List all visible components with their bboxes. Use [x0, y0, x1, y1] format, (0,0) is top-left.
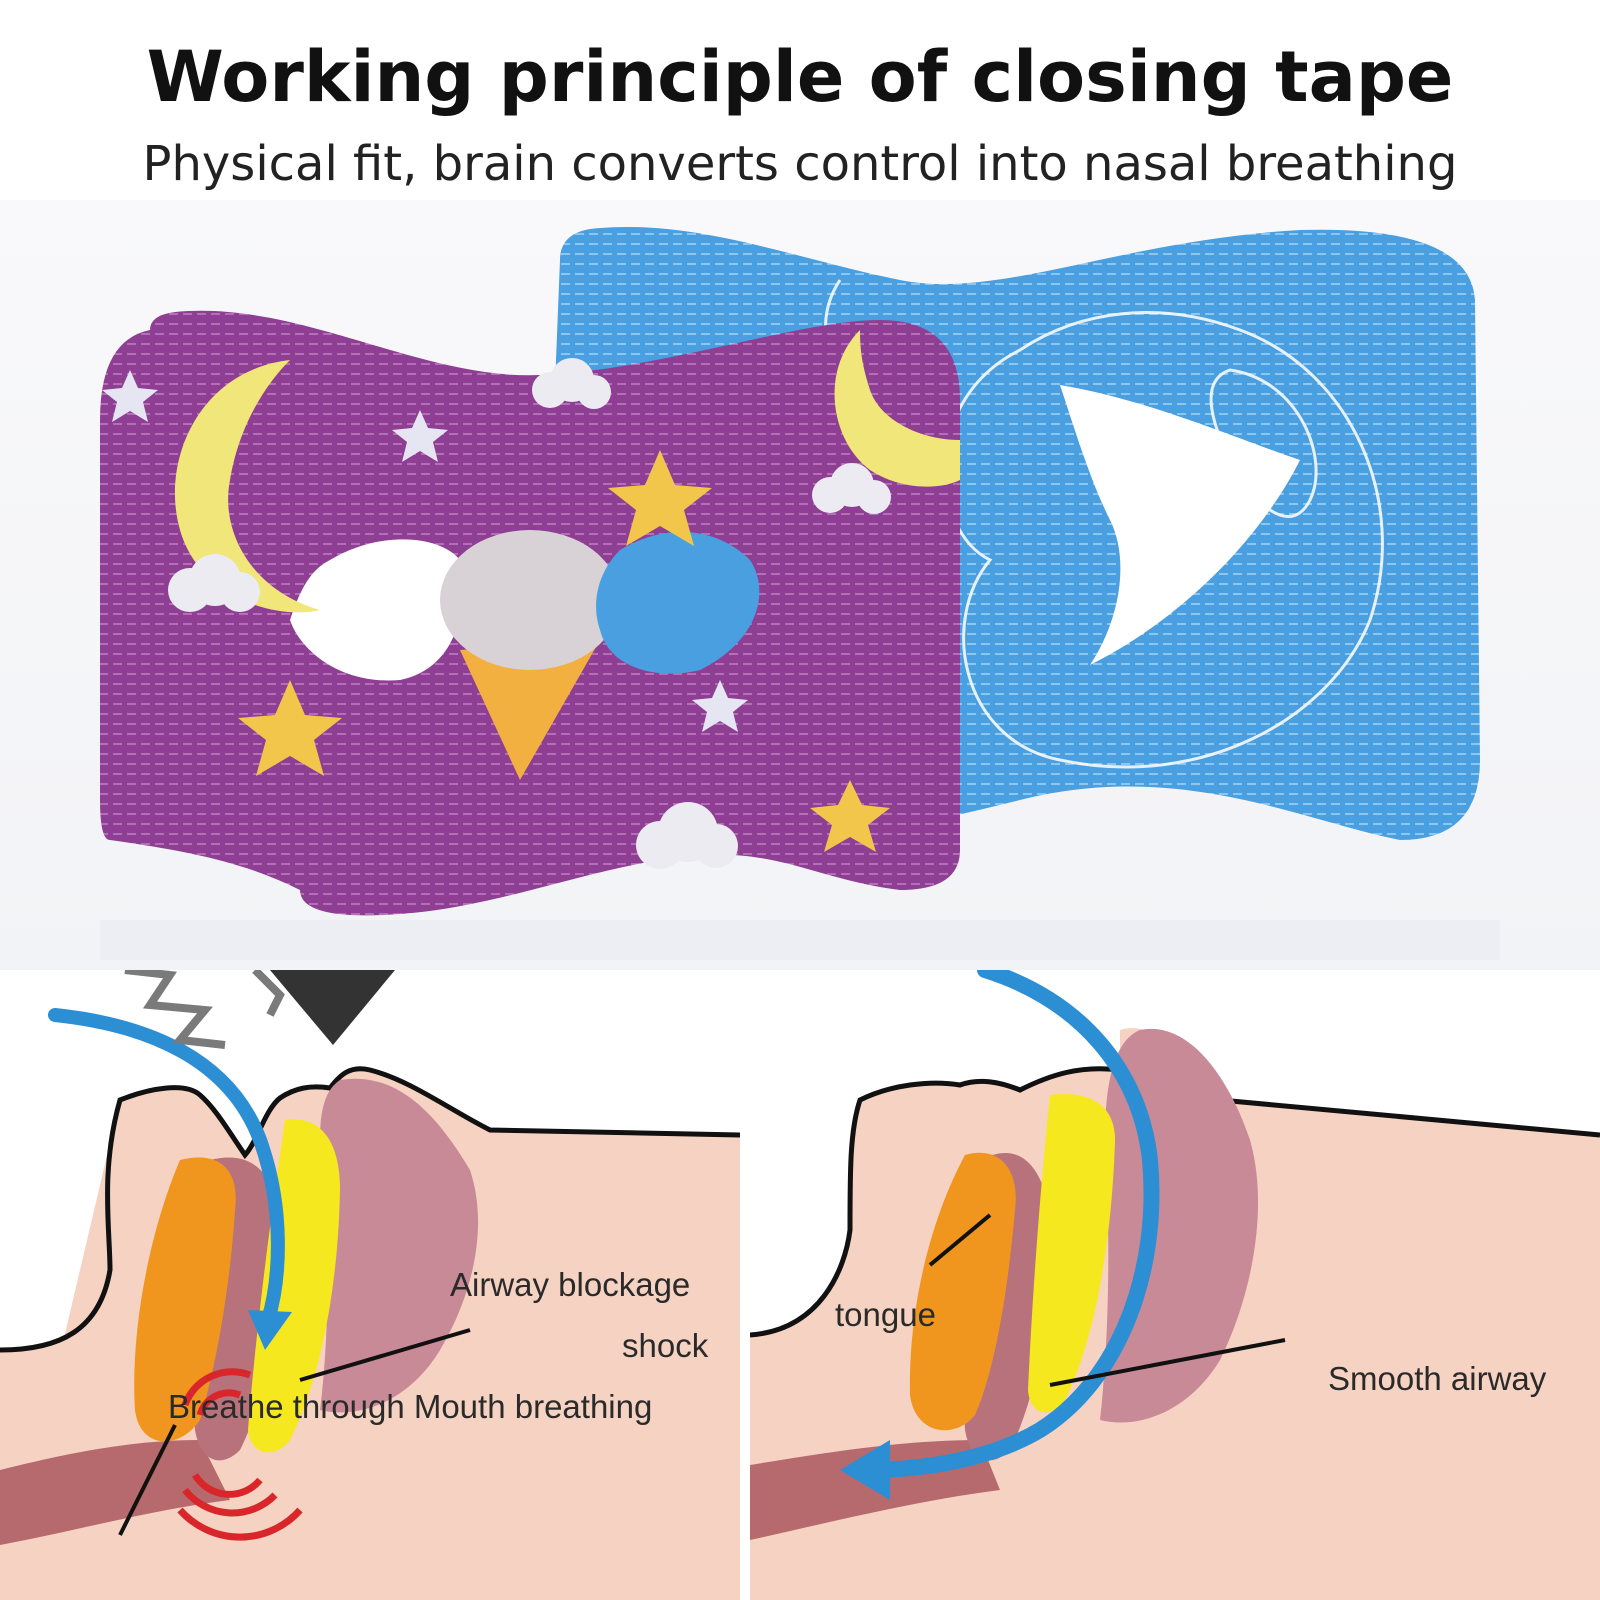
mouth-breathing-diagram: Airway blockage shock Breathe through Mo…: [0, 970, 740, 1600]
label-tongue: tongue: [835, 1296, 936, 1333]
tape-illustration: [100, 226, 1500, 960]
soft-palate: [320, 1078, 479, 1413]
cloud-icon: [636, 802, 738, 869]
nasal-breathing-diagram: tongue Smooth airway: [750, 970, 1600, 1600]
airflow-arrow: [862, 970, 1160, 1478]
face-profile-outline: [750, 1066, 1600, 1338]
airflow-arrowhead: [248, 1310, 292, 1350]
airway-blocked: [248, 1119, 340, 1453]
tape-reflection: [100, 920, 1500, 960]
page-title: Working principle of closing tape: [146, 36, 1454, 118]
label-smooth-airway: Smooth airway: [1328, 1360, 1547, 1397]
cloud-icon: [812, 463, 891, 514]
mouth-breathing-illustration: [0, 970, 740, 1600]
star-icon: [102, 370, 158, 422]
page-subtitle: Physical fit, brain converts control int…: [142, 136, 1458, 192]
label-airway-blockage: Airway blockage: [450, 1266, 691, 1303]
purple-tape-mouth-cutout: [290, 539, 463, 681]
snore-zigzag-icon: [252, 970, 285, 1017]
cloud-icon: [168, 554, 260, 612]
leader-line: [118, 1424, 177, 1536]
moon-icon: [174, 360, 320, 613]
heart-icon: [596, 531, 760, 674]
cloud-icon: [532, 358, 611, 409]
face-profile-outline: [0, 1066, 740, 1353]
airflow-arrowhead: [840, 1440, 890, 1500]
leader-line: [1049, 1338, 1286, 1387]
star-icon: [692, 680, 748, 732]
star-icon: [392, 410, 448, 462]
leader-line: [299, 1328, 471, 1382]
purple-mouth-tape: [100, 310, 960, 916]
star-icon: [238, 680, 342, 776]
label-shock: shock: [622, 1327, 709, 1364]
throat: [0, 1440, 230, 1545]
airway-open: [1028, 1094, 1115, 1413]
tape-product-showcase: [0, 200, 1600, 970]
snore-zigzag-icon: [124, 970, 226, 1049]
vibration-signal-icon: [177, 1368, 303, 1541]
label-breathe-through: Breathe through Mouth breathing: [168, 1388, 653, 1425]
blockage-down-arrow-icon: [270, 970, 395, 1045]
star-icon: [810, 780, 890, 852]
leader-line: [928, 1213, 992, 1267]
airflow-arrow: [48, 1008, 285, 1327]
ice-cream-icon: [440, 530, 620, 780]
tongue-shape: [909, 1152, 1016, 1431]
tongue-shape: [134, 1157, 236, 1442]
nasal-breathing-illustration: [750, 970, 1600, 1600]
blue-tape-mouth-cutout: [1060, 385, 1300, 665]
moon-icon: [834, 330, 960, 487]
star-icon: [608, 450, 712, 546]
